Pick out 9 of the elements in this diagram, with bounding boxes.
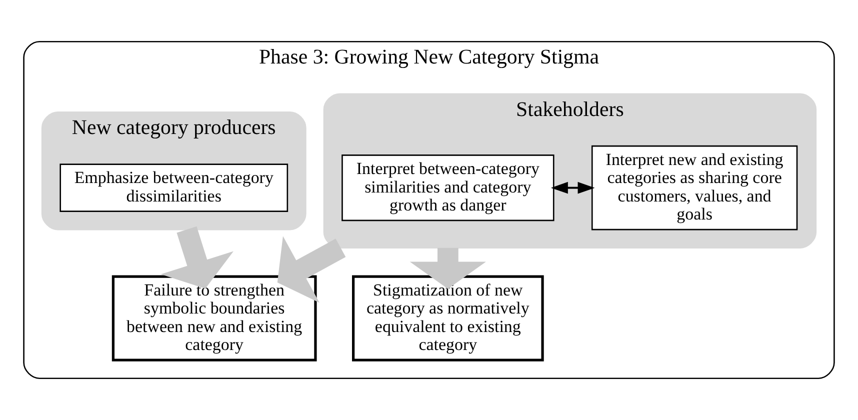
- node-box: Failure to strengthen symbolic boundaries between new and existing category: [112, 275, 317, 362]
- arrow: [277, 236, 346, 303]
- node-box: Interpret new and existing categories as sharing core customers, values, and goals: [591, 145, 798, 230]
- node-box: Stigmatization of new category as normatively equivalent to existing category: [352, 275, 544, 362]
- arrow: [410, 248, 486, 289]
- node-box: Emphasize between-category dissimilarities: [60, 164, 288, 212]
- arrow: [550, 182, 595, 194]
- arrow: [160, 226, 234, 289]
- node-box: Interpret between-category similarities and category growth as danger: [342, 154, 554, 222]
